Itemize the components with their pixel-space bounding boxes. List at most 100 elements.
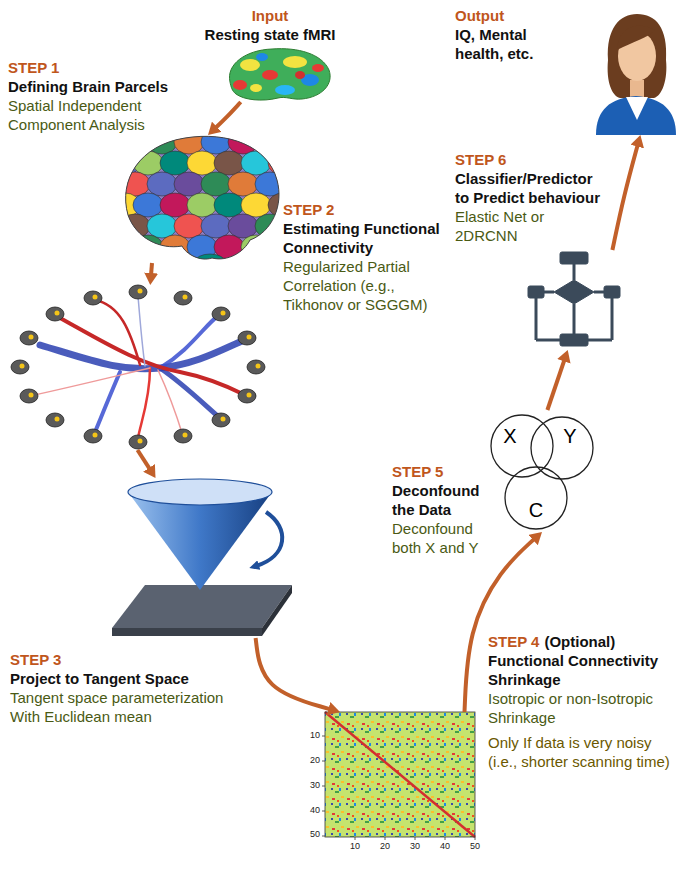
step-detail: Tangent space parameterization With Eucl… bbox=[10, 688, 232, 726]
image-node: OutputIQ, Mental health, etc. bbox=[592, 10, 680, 135]
connectivity-graph-part-part bbox=[158, 370, 183, 436]
connectivity-graph-part-part bbox=[46, 413, 64, 427]
connectivity-graph-part bbox=[20, 289, 261, 444]
fmri-brain-part-part bbox=[295, 71, 305, 79]
connectivity-graph bbox=[11, 285, 265, 449]
parcellated-brain-part-part bbox=[201, 214, 231, 238]
connectivity-graph-part-part bbox=[183, 295, 188, 300]
flowchart-icon-part bbox=[573, 304, 576, 334]
image-node: InputResting state fMRI bbox=[225, 48, 330, 102]
step-label: Input bbox=[170, 6, 370, 25]
parcellated-brain-part-part bbox=[174, 172, 204, 196]
flow-arrow bbox=[256, 638, 332, 710]
fmri-brain-part-part bbox=[256, 53, 268, 61]
parcellated-brain-part bbox=[126, 136, 279, 259]
flowchart-icon-part bbox=[536, 339, 560, 342]
image-node: STEP 6Classifier/Predictor to Predict be… bbox=[525, 250, 620, 350]
parcellated-brain-part-part bbox=[255, 130, 285, 154]
axis-tick: 10 bbox=[345, 841, 365, 852]
connectivity-graph-part-part bbox=[29, 335, 34, 340]
flow-arrow bbox=[138, 450, 151, 470]
person-avatar-part bbox=[608, 14, 667, 98]
flow-arrow bbox=[215, 102, 241, 129]
tangent-space-part bbox=[262, 585, 292, 636]
text-group: STEP 4(Optional)Functional Connectivity … bbox=[488, 632, 684, 771]
fmri-brain-part-part bbox=[250, 84, 262, 92]
connectivity-matrix-part bbox=[325, 712, 475, 837]
connectivity-graph-part-part bbox=[138, 439, 143, 444]
connectivity-matrix-part-part bbox=[322, 836, 325, 837]
axis-tick: 40 bbox=[435, 841, 455, 852]
fmri-brain-part bbox=[233, 53, 324, 95]
connectivity-graph-part-part bbox=[160, 316, 218, 368]
connectivity-graph-part-part bbox=[84, 291, 102, 305]
flow-arrow bbox=[151, 263, 152, 276]
flowchart-icon-part bbox=[560, 252, 588, 264]
image-node: STEP 4(Optional)Functional Connectivity … bbox=[325, 712, 475, 837]
flowchart-icon-part bbox=[604, 286, 620, 298]
connectivity-graph-part-part bbox=[212, 413, 230, 427]
person-avatar-part bbox=[626, 97, 648, 120]
connectivity-graph-part-part bbox=[11, 360, 29, 374]
connectivity-graph-part-part bbox=[30, 368, 150, 396]
text-group: STEP 5Deconfound the DataDeconfound both… bbox=[392, 462, 487, 557]
flowchart-icon-part bbox=[573, 264, 576, 280]
connectivity-graph-part-part bbox=[247, 393, 252, 398]
parcellated-brain-part-part bbox=[120, 214, 150, 238]
parcellated-brain-part-part bbox=[187, 193, 217, 217]
text-group: STEP 2Estimating Functional Connectivity… bbox=[283, 200, 451, 314]
flowchart-icon bbox=[528, 252, 620, 346]
connectivity-matrix-part-part bbox=[355, 837, 356, 840]
parcellated-brain-part bbox=[126, 136, 279, 259]
connectivity-graph-part-part bbox=[93, 433, 98, 438]
tangent-space-part bbox=[128, 479, 272, 505]
venn-letter: X bbox=[500, 425, 520, 448]
parcellated-brain-part-part bbox=[228, 172, 258, 196]
parcellated-brain-part-part bbox=[255, 172, 285, 196]
connectivity-matrix-part bbox=[325, 712, 475, 837]
parcellated-brain bbox=[110, 130, 298, 270]
connectivity-graph-part-part bbox=[20, 364, 25, 369]
circle-outline bbox=[530, 416, 594, 480]
circle-shape bbox=[505, 467, 567, 529]
connectivity-graph-part-part bbox=[138, 289, 143, 294]
fmri-brain-part-part bbox=[312, 64, 324, 72]
parcellated-brain-part-part bbox=[268, 151, 298, 175]
person-avatar-part bbox=[617, 26, 655, 50]
tangent-space bbox=[112, 479, 292, 636]
flowchart-icon-part bbox=[528, 286, 544, 298]
image-node: STEP 2Estimating Functional Connectivity… bbox=[10, 285, 265, 450]
parcellated-brain-part-part bbox=[120, 130, 150, 154]
text-group: InputResting state fMRI bbox=[170, 6, 370, 44]
parcellated-brain-part-part bbox=[160, 193, 190, 217]
step-note: Only If data is very noisy (i.e., shorte… bbox=[488, 733, 684, 771]
axis-tick: 10 bbox=[300, 730, 320, 741]
venn-letter: Y bbox=[560, 425, 580, 448]
step-label: STEP 3 bbox=[10, 650, 232, 669]
connectivity-graph-part-part bbox=[221, 311, 226, 316]
text-group: C bbox=[526, 499, 546, 522]
connectivity-graph-part-part bbox=[20, 331, 38, 345]
step-title: Deconfound the Data bbox=[392, 481, 487, 519]
connectivity-graph-part-part bbox=[212, 307, 230, 321]
axis-tick: 30 bbox=[405, 841, 425, 852]
flow-arrow bbox=[547, 359, 564, 410]
parcellated-brain-part-part bbox=[201, 172, 231, 196]
connectivity-graph-part-part bbox=[84, 429, 102, 443]
venn-circle: Y bbox=[530, 416, 594, 480]
connectivity-graph-part-part bbox=[93, 295, 98, 300]
parcellated-brain-part-part bbox=[110, 151, 140, 175]
text-group: STEP 1Defining Brain ParcelsSpatial Inde… bbox=[8, 58, 193, 134]
connectivity-graph-part-part bbox=[20, 389, 38, 403]
fmri-brain-part bbox=[229, 49, 330, 100]
connectivity-graph-part-part bbox=[174, 429, 192, 443]
connectivity-graph-part-part bbox=[95, 372, 120, 432]
parcellated-brain-part-part bbox=[147, 214, 177, 238]
step-title: Resting state fMRI bbox=[170, 25, 370, 44]
fmri-brain-part-part bbox=[275, 85, 295, 95]
flowchart-icon-part bbox=[594, 291, 604, 294]
text-group: STEP 6Classifier/Predictor to Predict be… bbox=[455, 150, 607, 245]
connectivity-graph-part-part bbox=[46, 307, 64, 321]
connectivity-graph-part-part bbox=[238, 331, 256, 345]
